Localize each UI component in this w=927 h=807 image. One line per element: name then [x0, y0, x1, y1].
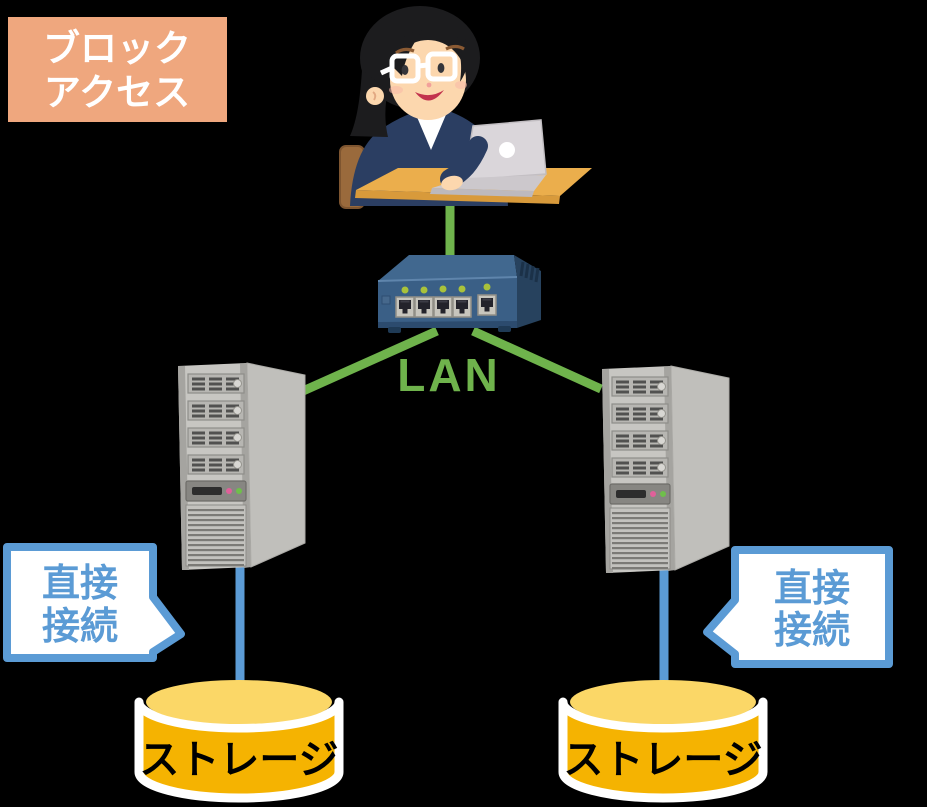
switch-ports [395, 294, 497, 318]
storage-cylinder-right: ストレージ [563, 680, 763, 798]
speech-bubble-left: 直接 接続 [3, 543, 185, 662]
eyebrow-left [395, 47, 415, 55]
person-head [350, 6, 480, 137]
speech-bubble-right: 直接 接続 [703, 546, 893, 668]
storage-cylinder-left: ストレージ [139, 680, 339, 798]
server-tower-left [178, 363, 305, 570]
badge-line1: ブロック [43, 27, 191, 69]
badge-background [8, 17, 227, 122]
laptop-logo [499, 142, 515, 158]
storage-left-label: ストレージ [139, 738, 338, 782]
bubble-right-line1: 直接 [774, 568, 850, 610]
eye-right [437, 63, 445, 73]
eye-left [401, 65, 409, 75]
server-tower-right [602, 366, 729, 573]
hand [441, 175, 463, 191]
badge-line2: アクセス [44, 72, 190, 113]
bubble-left-line1: 直接 [42, 563, 118, 605]
mouth [415, 90, 444, 101]
switch-leds [401, 283, 491, 294]
block-access-badge: ブロック アクセス [8, 17, 227, 122]
glasses-icon [379, 51, 458, 84]
laptop [430, 119, 547, 197]
eyebrow-right [445, 44, 465, 51]
bubble-left-line2: 接続 [42, 606, 118, 648]
storage-right-label: ストレージ [563, 738, 762, 782]
bubble-right-line2: 接続 [774, 610, 850, 652]
shirt-collar [414, 110, 448, 150]
lan-line-left-server [301, 326, 439, 396]
nose [426, 82, 432, 88]
network-switch-icon [377, 255, 541, 333]
switch-side-vents [519, 261, 540, 283]
lan-line-right-server [471, 326, 603, 394]
switch-button [381, 295, 391, 305]
lan-label: LAN [397, 349, 501, 401]
office-worker-laptop-illustration [339, 6, 592, 209]
